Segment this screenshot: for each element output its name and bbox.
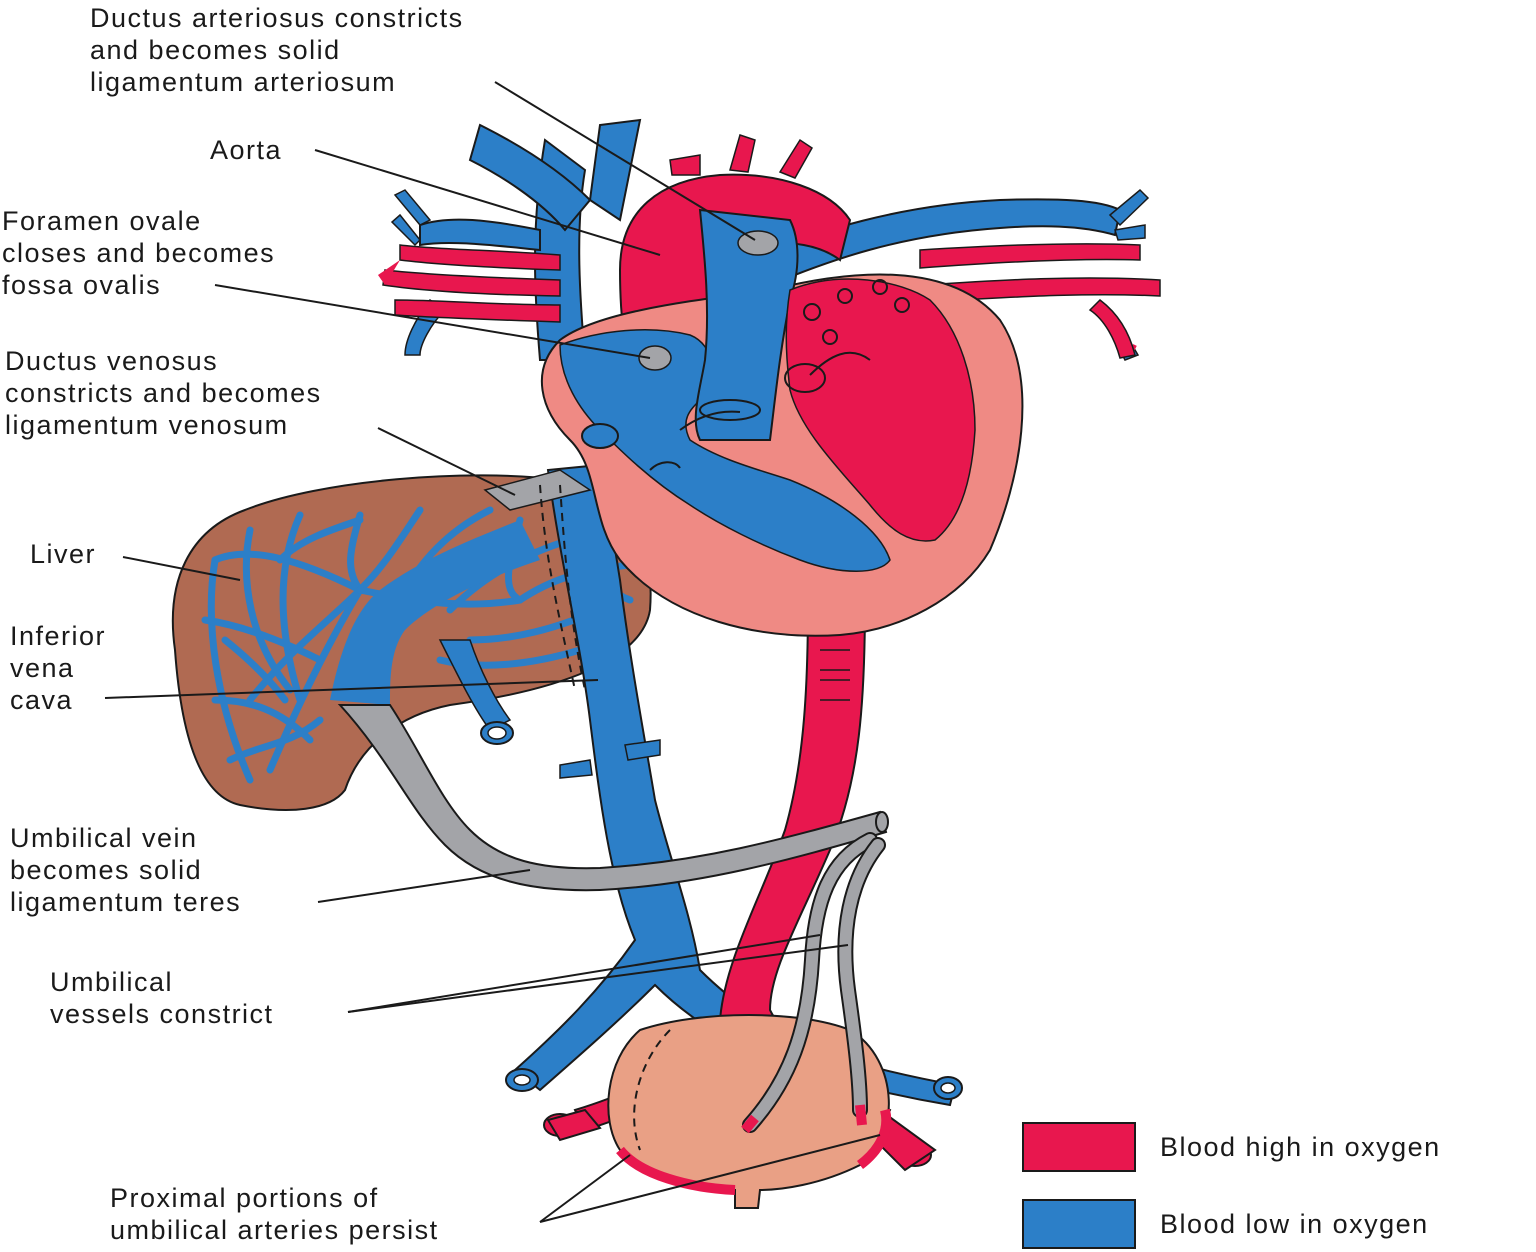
leader-umbilical-vessels-a [347,934,821,1013]
heart [540,208,1024,637]
legend-swatch-low-oxygen [1022,1199,1136,1249]
leader-umbilical-arteries-a [539,1154,631,1223]
leader-liver [122,556,241,581]
label-line: cava [10,685,74,715]
ligamentum-venosum [483,469,592,691]
bladder [607,1014,892,1209]
leader-umbilical-vein [317,869,531,903]
label-line: Umbilical vein [10,823,198,853]
label-line: Inferior [10,621,107,651]
leader-umbilical-vessels-b [347,944,849,1013]
label-line: becomes solid [10,855,203,885]
label-line: ligamentum teres [10,887,242,917]
leader-aorta [314,149,661,256]
label-line: Proximal portions of [110,1183,379,1213]
label-line: Ductus arteriosus constricts [90,3,464,33]
legend-swatch-high-oxygen [1022,1122,1136,1172]
pulmonary-veins [378,243,1161,359]
label-line: Ductus venosus [5,346,219,376]
label-umbilical-vein: Umbilical vein becomes solid ligamentum … [10,822,241,918]
label-umbilical-arteries: Proximal portions of umbilical arteries … [110,1182,439,1246]
label-line: Umbilical [50,967,174,997]
legend-label-low-oxygen: Blood low in oxygen [1160,1209,1429,1239]
label-line: closes and becomes [2,238,276,268]
leader-ductus-venosus [377,427,516,496]
label-aorta: Aorta [210,134,282,166]
label-line: constricts and becomes [5,378,322,408]
label-foramen-ovale: Foramen ovale closes and becomes fossa o… [2,205,275,301]
ligamentum-teres [337,704,889,1134]
label-liver: Liver [30,538,96,570]
label-line: fossa ovalis [2,270,162,300]
leader-foramen-ovale [214,284,651,359]
leader-lines [104,81,881,1223]
label-line: umbilical arteries persist [110,1215,439,1245]
label-umbilical-vessels: Umbilical vessels constrict [50,966,274,1030]
leader-ductus-arteriosus [494,81,756,241]
label-line: Aorta [210,135,283,165]
leader-umbilical-arteries-b [539,1134,881,1223]
label-ivc: Inferior vena cava [10,620,106,716]
leader-ivc [104,679,599,699]
legend-label-high-oxygen: Blood high in oxygen [1160,1132,1441,1162]
label-line: Liver [30,539,97,569]
label-line: vessels constrict [50,999,274,1029]
label-ductus-arteriosus: Ductus arteriosus constricts and becomes… [90,2,464,98]
label-line: ligamentum venosum [5,410,289,440]
label-ductus-venosus: Ductus venosus constricts and becomes li… [5,345,322,441]
label-line: and becomes solid [90,35,341,65]
label-line: Foramen ovale [2,206,202,236]
label-line: ligamentum arteriosum [90,67,397,97]
label-line: vena [10,653,75,683]
